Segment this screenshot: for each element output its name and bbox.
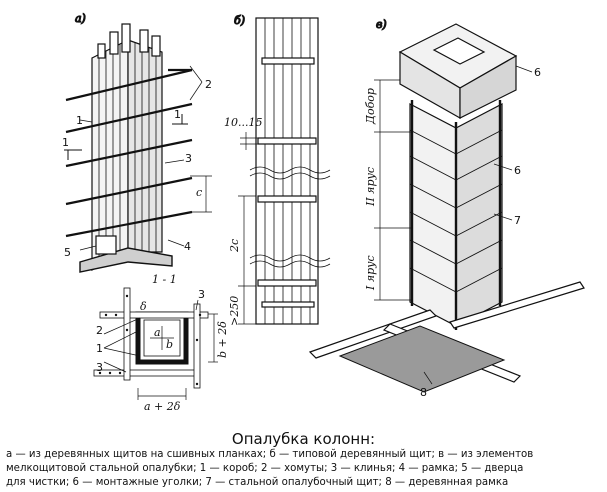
section-inner [143,319,181,357]
corner-angles [410,100,502,330]
callout-7: 7 [514,214,521,227]
section-callout-3-bottom: 3 [96,361,103,374]
dim-10-15: 10...15 [224,116,262,129]
formwork-figure: а) [62,11,585,413]
panel-b-crossbars [257,57,317,308]
section-leaders [103,299,199,373]
section-callout-3-top: 3 [198,288,205,301]
callout-5: 5 [64,246,71,259]
clamp-bar-holes [98,294,202,386]
caption-title: Опалубка колонн: [231,430,376,448]
shaft-side [455,103,503,327]
dim-2c: 2c [228,239,241,253]
width-dim: a + 2δ [144,400,181,413]
section-dimensions [137,313,218,400]
callout-8: 8 [420,386,427,399]
panel-a-labels: 2 3 4 5 1 c 1 1 1 - 1 [62,78,212,286]
section-arrows [64,114,188,160]
tier-dobor: Добор [364,88,377,125]
callout-2: 2 [205,78,212,91]
callout-6-mid: 6 [514,164,521,177]
shaft-panels [409,129,503,293]
callout-4: 4 [184,240,191,253]
section-labels: 3 2 1 3 δ a b a + 2δ b + 2δ [96,288,229,413]
panel-v-tag: в) [376,18,387,31]
section-title: 1 - 1 [152,273,177,286]
caption-line-3: для чистки; 6 — монтажные уголки; 7 — ст… [6,477,509,488]
caption-line-1: а — из деревянных щитов на сшивных планк… [6,449,534,460]
clamp-bar-top [99,311,209,319]
panel-a: а) [64,11,212,273]
panel-b-boards [264,18,311,324]
caption-line-2: мелкощитовой стальной опалубки; 1 — коро… [6,463,524,474]
section-mark-right: 1 [174,108,181,121]
spacing-c: c [196,186,202,199]
callout-1: 1 [76,114,83,127]
callout-3: 3 [185,152,192,165]
cleanout-door [95,235,117,255]
section-mark-left: 1 [62,136,69,149]
panel-a-tag: а) [75,12,86,25]
board-tops [97,23,161,59]
column-side-face [127,39,163,253]
head-side [459,54,517,119]
panel-v: в) [308,17,585,393]
section-b: b [166,338,173,351]
panel-v-leaders [423,65,533,385]
section-1-1 [93,287,218,400]
delta-label: δ [140,300,147,313]
panel-b-dimensions [238,132,262,325]
callout-6-top: 6 [534,66,541,79]
wooden-frame [338,325,506,393]
bottom-frame [79,247,173,273]
panel-a-leaders [79,65,212,251]
panel-b-breaks [249,166,331,268]
shaft-front [409,103,457,327]
section-callout-2: 2 [96,324,103,337]
panel-b-board [255,17,319,325]
panel-v-labels: 6 6 7 8 Добор II ярус I ярус [364,66,541,399]
clamp-bar-left [123,287,131,381]
clamps [65,68,193,238]
tier-lines [374,79,412,301]
section-a: a [154,326,161,339]
height-dim: b + 2δ [216,321,229,358]
panel-b-labels: 10...15 2c >250 [224,116,262,326]
panel-b: б) [233,13,331,325]
tier-1: I ярус [364,255,377,291]
tier-2: II ярус [364,167,377,207]
head-opening [432,37,486,65]
clamp-bar-right [193,303,201,389]
caption-body: а — из деревянных щитов на сшивных планк… [6,448,604,490]
dim-250: >250 [228,296,241,326]
section-callout-1: 1 [96,342,103,355]
panel-b-tag: б) [234,14,245,27]
